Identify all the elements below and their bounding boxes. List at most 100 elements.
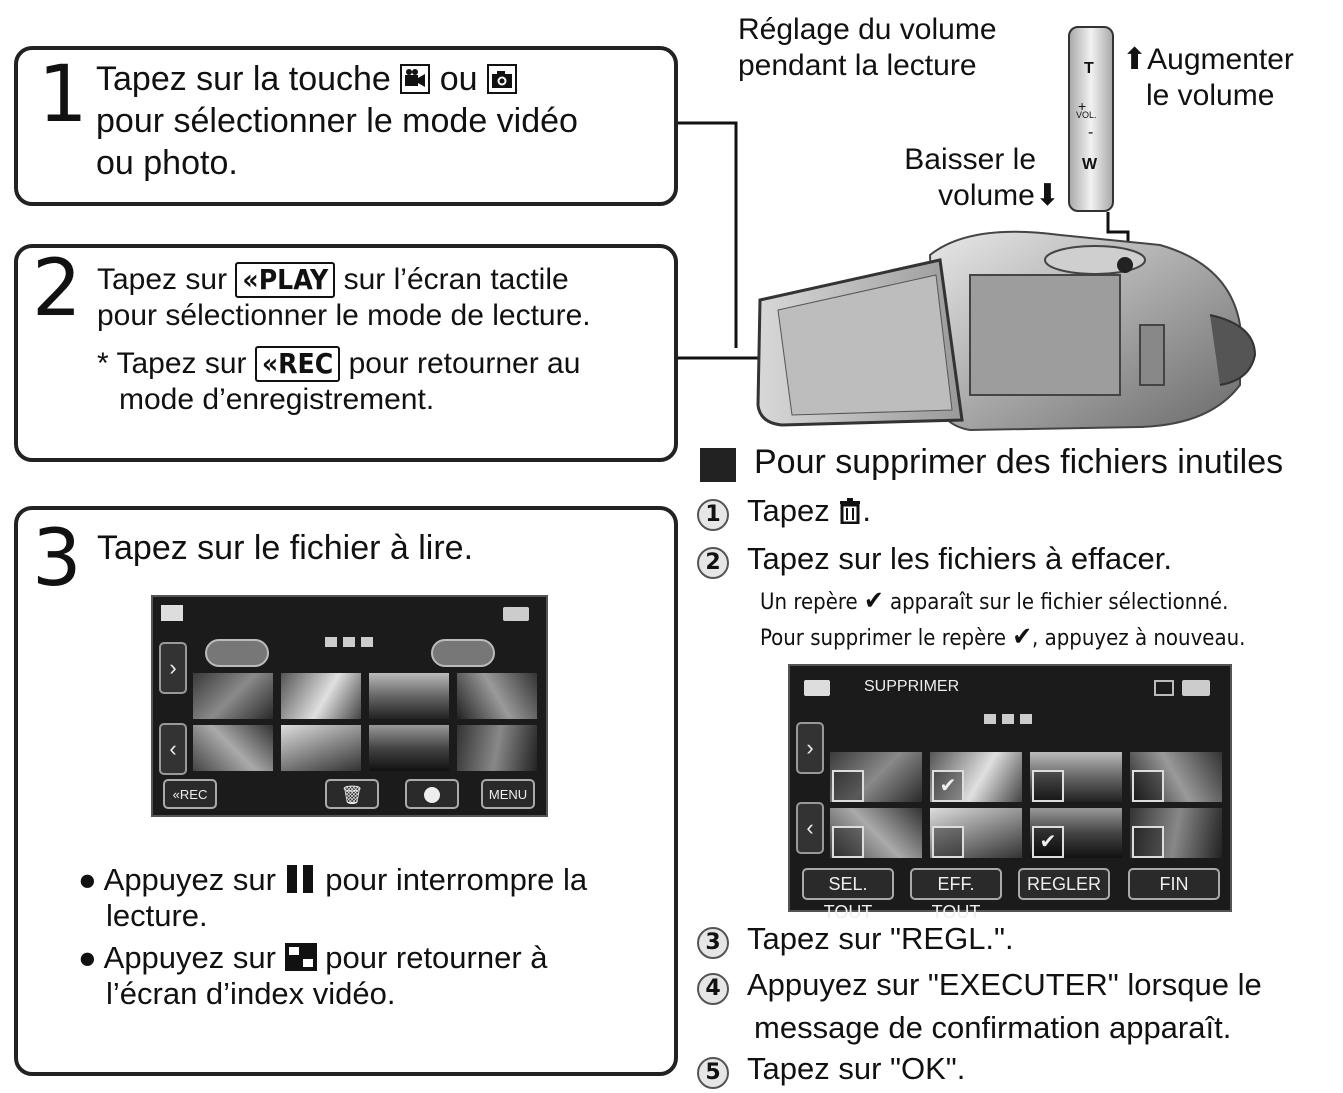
thumbnail[interactable]	[1130, 752, 1222, 802]
next-page-button[interactable]: ›	[796, 722, 824, 774]
end-button[interactable]: FIN	[1128, 868, 1220, 900]
video-mode-icon	[161, 605, 183, 621]
thumbnail[interactable]	[830, 808, 922, 858]
lever-minus-label: -	[1088, 124, 1094, 141]
select-all-button[interactable]: SEL. TOUT	[802, 868, 894, 922]
thumbnail[interactable]	[457, 725, 537, 771]
video-mode-icon	[804, 680, 830, 696]
volume-down-line2: volume⬇	[850, 178, 1060, 214]
pause-icon	[285, 865, 317, 893]
thumbnail[interactable]	[930, 752, 1022, 802]
select-checkbox[interactable]: ✔	[932, 770, 964, 802]
delete-step3-text: Tapez sur "REGL.".	[747, 921, 1014, 956]
delete-step1-text: Tapez	[747, 493, 830, 528]
bullet-dot: ●	[78, 862, 97, 897]
step2-note-line2: mode d’enregistrement.	[119, 383, 435, 416]
thumbnail[interactable]	[193, 673, 273, 719]
note1-a: Un repère	[760, 590, 858, 615]
step1-line3: ou photo.	[96, 144, 238, 182]
thumbnail[interactable]	[193, 725, 273, 771]
prev-date-pill[interactable]	[205, 639, 269, 667]
section-square-icon	[700, 448, 736, 482]
bullet2-c: l’écran d’index vidéo.	[106, 976, 396, 1011]
step1-box	[14, 46, 678, 206]
volume-down-2: volume	[938, 179, 1035, 212]
thumbnail[interactable]	[281, 673, 361, 719]
step-num-4: 4	[697, 973, 729, 1005]
thumbnail[interactable]	[281, 725, 361, 771]
lever-vol-label: VOL.	[1076, 110, 1097, 120]
next-date-pill[interactable]	[431, 639, 495, 667]
select-checkbox[interactable]	[1032, 770, 1064, 802]
thumbnail[interactable]	[1130, 808, 1222, 858]
step2-text-b: sur l’écran tactile	[343, 263, 569, 296]
volume-up-1: Augmenter	[1147, 43, 1294, 76]
bullet1-c: lecture.	[106, 898, 208, 933]
step1-text: Tapez sur la touche ou pour sélectionner…	[96, 58, 676, 184]
note2-b: , appuyez à nouveau.	[1032, 626, 1246, 651]
volume-title-1: Réglage du volume	[738, 13, 997, 46]
delete-button[interactable]: 🗑	[325, 779, 379, 809]
delete-heading: Pour supprimer des fichiers inutiles	[754, 443, 1284, 481]
camcorder-illustration	[756, 230, 1257, 432]
bullet1-b: pour interrompre la	[325, 862, 588, 897]
clear-all-button[interactable]: EFF. TOUT	[910, 868, 1002, 922]
select-checkbox[interactable]	[832, 770, 864, 802]
thumbnail[interactable]	[930, 808, 1022, 858]
menu-button[interactable]: MENU	[481, 779, 535, 809]
lever-plus-label: +	[1078, 98, 1087, 114]
volume-up-label: ⬆Augmenter le volume	[1122, 42, 1294, 114]
battery-icon	[503, 607, 529, 621]
bullet1-a: Appuyez sur	[103, 862, 276, 897]
rec-button[interactable]: «REC	[163, 779, 217, 809]
record-start-button[interactable]	[405, 779, 459, 809]
video-mode-icon	[400, 64, 431, 94]
set-button[interactable]: REGLER	[1018, 868, 1110, 900]
select-checkbox[interactable]	[832, 826, 864, 858]
prev-page-button[interactable]: ‹	[159, 723, 187, 775]
step2-line1: Tapez sur «PLAY sur l’écran tactile	[97, 262, 677, 298]
volume-lever[interactable]: T + VOL. - W	[1068, 26, 1114, 212]
next-page-button[interactable]: ›	[159, 642, 187, 694]
index-grid-icon	[284, 943, 317, 971]
step1-text-b: ou	[439, 60, 478, 98]
page-indicator	[984, 714, 1032, 724]
volume-title: Réglage du volume pendant la lecture	[738, 12, 997, 84]
step2-text-a: Tapez sur	[97, 263, 228, 296]
delete-step3: 3 Tapez sur "REGL.".	[697, 920, 1014, 959]
bullet-dot: ●	[78, 940, 97, 975]
thumbnail[interactable]	[369, 725, 449, 771]
step2-text: Tapez sur «PLAY sur l’écran tactile pour…	[97, 262, 677, 418]
thumbnail[interactable]	[830, 752, 922, 802]
step2-note: * Tapez sur «REC pour retourner au	[97, 346, 677, 382]
checkmark-icon: ✔	[1012, 622, 1033, 652]
delete-step5-text: Tapez sur "OK".	[747, 1051, 966, 1086]
volume-up-2: le volume	[1146, 79, 1275, 112]
trash-icon: 🗑	[340, 785, 364, 805]
select-checkbox[interactable]: ✔	[1032, 826, 1064, 858]
index-screen: › ‹ «REC 🗑 MENU	[151, 595, 548, 817]
select-checkbox[interactable]	[1132, 770, 1164, 802]
lever-t-label: T	[1084, 60, 1094, 77]
play-key: «PLAY	[235, 262, 336, 298]
step2-number: 2	[32, 244, 82, 334]
select-checkbox[interactable]	[932, 826, 964, 858]
lever-w-label: W	[1082, 156, 1098, 173]
thumbnail[interactable]	[457, 673, 537, 719]
thumbnail[interactable]	[369, 673, 449, 719]
battery-icon	[1182, 680, 1210, 696]
prev-page-button[interactable]: ‹	[796, 802, 824, 854]
arrow-down-icon: ⬇	[1034, 179, 1060, 212]
volume-up-line1: ⬆Augmenter	[1122, 42, 1294, 78]
delete-step4-cont: message de confirmation apparaît.	[754, 1010, 1232, 1045]
select-checkbox[interactable]	[1132, 826, 1164, 858]
delete-notes: Un repère ✔ apparaît sur le fichier séle…	[760, 584, 1245, 656]
volume-down-1: Baisser le	[904, 143, 1036, 176]
note2-a: Pour supprimer le repère	[760, 626, 1007, 651]
thumbnail[interactable]	[1030, 752, 1122, 802]
thumbnail[interactable]	[1030, 808, 1122, 858]
step-num-3: 3	[697, 927, 729, 959]
